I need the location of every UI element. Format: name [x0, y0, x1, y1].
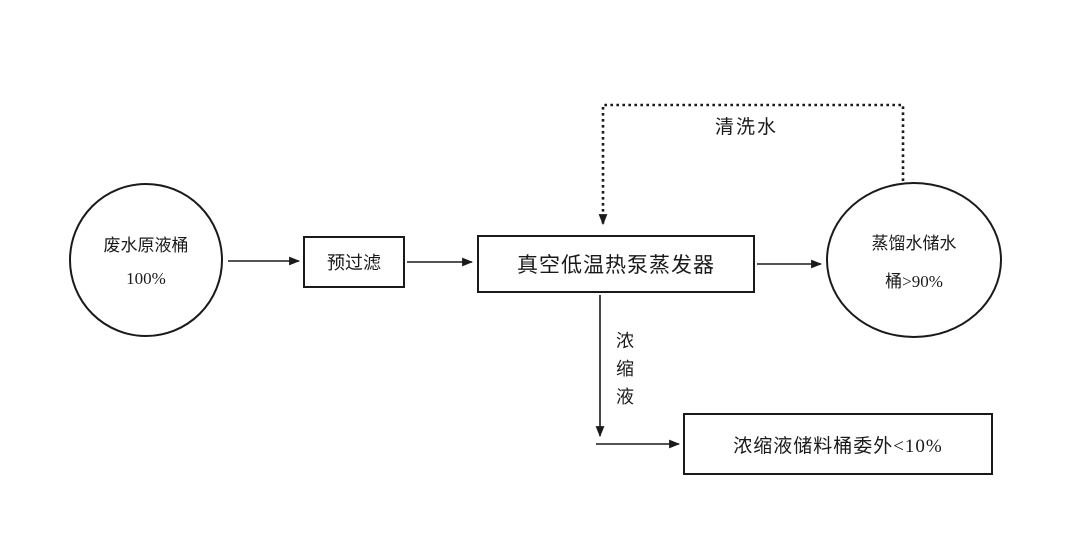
node-waste-source-circle: 废水原液桶 100% — [69, 183, 223, 337]
waste-source-percentage: 100% — [126, 269, 166, 288]
prefilter-label: 预过滤 — [327, 253, 381, 273]
dotted-wash-water-return-line — [598, 103, 905, 226]
node-concentrate-storage-box: 浓缩液储料桶委外<10% — [683, 413, 993, 475]
node-evaporator-box: 真空低温热泵蒸发器 — [477, 235, 755, 293]
edge-label-concentrate: 浓缩液 — [614, 331, 634, 415]
evaporator-label: 真空低温热泵蒸发器 — [517, 253, 715, 277]
concentrate-storage-label: 浓缩液储料桶委外<10% — [733, 435, 943, 457]
node-distilled-water-circle: 蒸馏水储水 桶>90% — [826, 182, 1002, 338]
distilled-water-percentage: 桶>90% — [885, 271, 943, 291]
waste-source-label: 废水原液桶 — [103, 236, 189, 255]
edge-label-wash-water: 清洗水 — [715, 117, 779, 138]
node-prefilter-box: 预过滤 — [303, 236, 405, 288]
distilled-water-label: 蒸馏水储水 — [871, 233, 957, 253]
